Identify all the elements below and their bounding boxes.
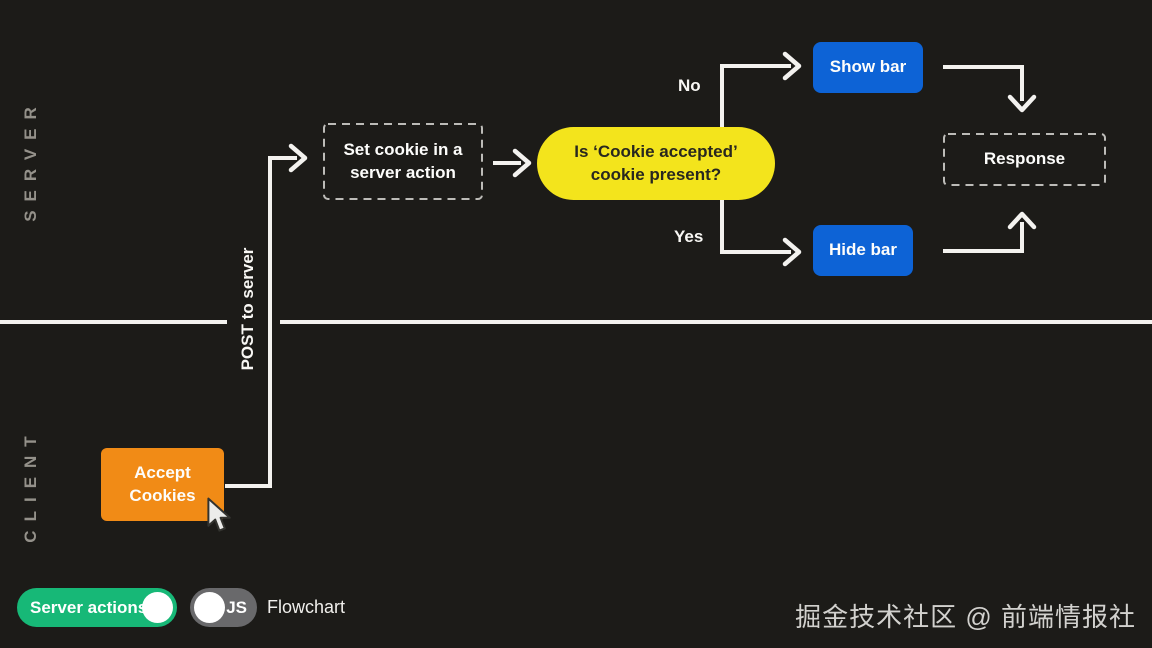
yes-arrowhead: [782, 237, 802, 267]
post-to-server-label: POST to server: [238, 247, 257, 371]
watermark-text: 掘金技术社区 @ 前端情报社: [795, 602, 1136, 632]
server-actions-toggle[interactable]: Server actions: [17, 588, 177, 627]
no-edge-label: No: [678, 76, 701, 95]
hidebar-response-arrowhead: [1007, 211, 1037, 230]
setcookie-decision-arrowhead: [512, 148, 532, 178]
setcookie-node-border: [323, 123, 483, 200]
no-connector: [720, 64, 791, 127]
hide-bar-node: Hide bar: [813, 225, 913, 276]
server-actions-toggle-label: Server actions: [30, 597, 148, 617]
no-arrowhead: [782, 51, 802, 81]
set-cookie-node: Set cookie in a server action: [343, 140, 463, 182]
hidebar-response-connector: [943, 222, 1024, 253]
cookie-decision-node: Is ‘Cookie accepted’ cookie present?: [537, 127, 775, 200]
js-toggle-label: JS: [226, 597, 247, 617]
response-node: Response: [983, 149, 1066, 169]
post-connector: [225, 156, 297, 488]
yes-edge-label: Yes: [674, 227, 704, 246]
server-lane-label: SERVER: [21, 98, 40, 222]
toggle-knob[interactable]: [194, 592, 225, 623]
response-node-border: [943, 133, 1106, 186]
accept-cookies-button: Accept Cookies: [101, 448, 224, 521]
show-bar-node: Show bar: [813, 42, 923, 93]
client-lane-label: CLIENT: [21, 427, 40, 543]
js-toggle[interactable]: JS: [190, 588, 257, 627]
post-arrowhead: [288, 143, 308, 173]
mouse-cursor-icon: [207, 497, 231, 532]
toggle-knob[interactable]: [142, 592, 173, 623]
showbar-response-connector: [943, 65, 1024, 101]
flowchart-view-label: Flowchart: [267, 597, 346, 617]
yes-connector: [720, 199, 791, 254]
showbar-response-arrowhead: [1007, 94, 1037, 113]
